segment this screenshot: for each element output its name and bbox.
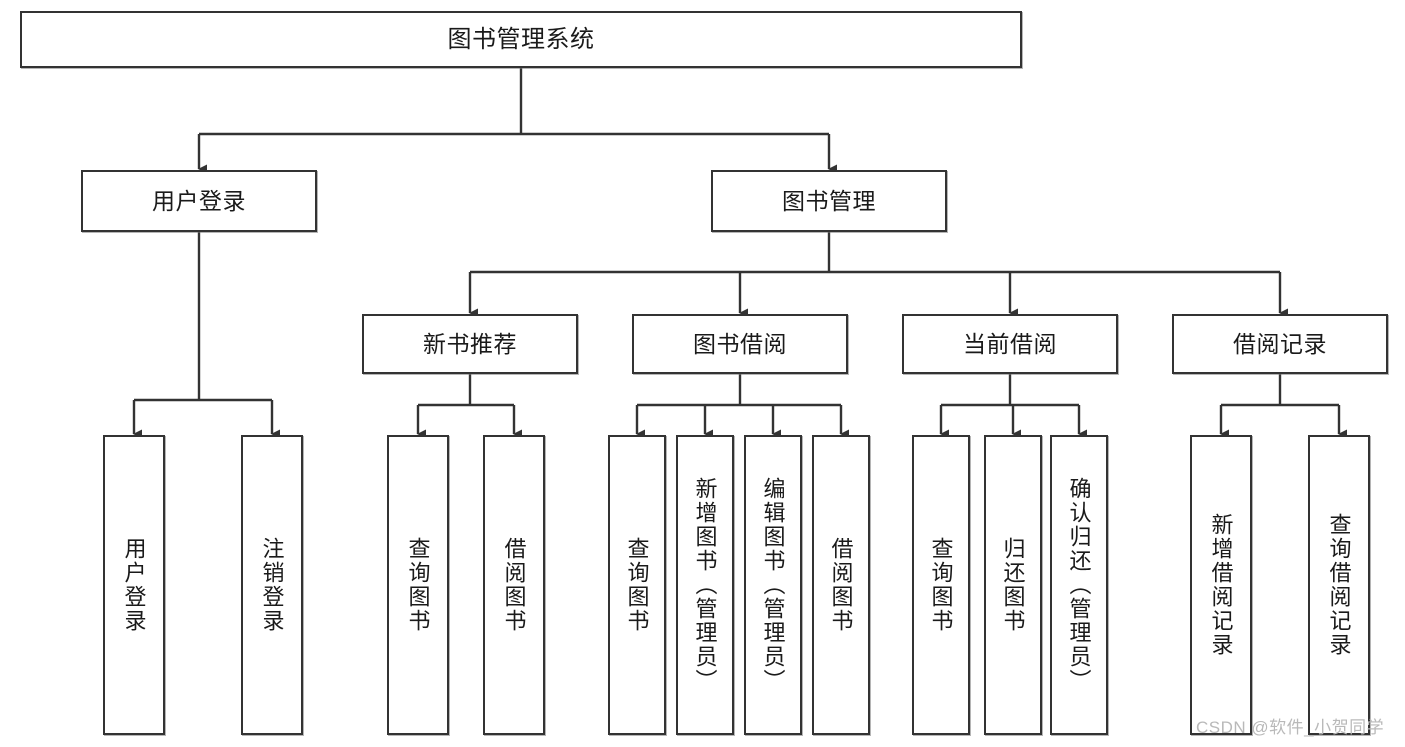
node-root[interactable]: 图书管理系统: [20, 11, 1022, 68]
node-label: 图书管理系统: [447, 25, 595, 53]
node-label: 查询借阅记录: [1326, 513, 1352, 657]
node-newbook[interactable]: 新书推荐: [362, 314, 578, 374]
node-label: 新书推荐: [423, 330, 517, 357]
node-label: 新增借阅记录: [1208, 513, 1234, 657]
node-label: 用户登录: [121, 537, 147, 633]
watermark: CSDN @软件_小贺同学: [1196, 718, 1385, 737]
node-records[interactable]: 借阅记录: [1172, 314, 1388, 374]
node-current[interactable]: 当前借阅: [902, 314, 1118, 374]
node-label: 归还图书: [1000, 537, 1026, 633]
node-borrow[interactable]: 图书借阅: [632, 314, 848, 374]
node-userlogin[interactable]: 用户登录: [103, 435, 165, 735]
node-re-add[interactable]: 新增借阅记录: [1190, 435, 1252, 735]
node-label: 图书管理: [782, 187, 876, 214]
node-bo-borrow[interactable]: 借阅图书: [812, 435, 870, 735]
node-bo-query[interactable]: 查询图书: [608, 435, 666, 735]
node-logout[interactable]: 注销登录: [241, 435, 303, 735]
node-label: 借阅图书: [828, 537, 854, 633]
node-nb-borrow[interactable]: 借阅图书: [483, 435, 545, 735]
node-label: 新增图书（管理员）: [692, 477, 718, 693]
node-label: 用户登录: [152, 187, 246, 214]
node-cu-return[interactable]: 归还图书: [984, 435, 1042, 735]
node-label: 查询图书: [624, 537, 650, 633]
node-label: 查询图书: [928, 537, 954, 633]
node-label: 借阅记录: [1233, 330, 1327, 357]
node-label: 编辑图书（管理员）: [760, 477, 786, 693]
node-bo-add[interactable]: 新增图书（管理员）: [676, 435, 734, 735]
node-bookmgmt[interactable]: 图书管理: [711, 170, 947, 232]
node-login[interactable]: 用户登录: [81, 170, 317, 232]
node-label: 图书借阅: [693, 330, 787, 357]
node-label: 注销登录: [259, 537, 285, 633]
connector-lines: [132, 68, 1347, 439]
node-nb-query[interactable]: 查询图书: [387, 435, 449, 735]
node-cu-confirm[interactable]: 确认归还（管理员）: [1050, 435, 1108, 735]
node-cu-query[interactable]: 查询图书: [912, 435, 970, 735]
node-re-query[interactable]: 查询借阅记录: [1308, 435, 1370, 735]
node-label: 当前借阅: [963, 330, 1057, 357]
node-label: 确认归还（管理员）: [1066, 477, 1092, 693]
node-label: 查询图书: [405, 537, 431, 633]
node-bo-edit[interactable]: 编辑图书（管理员）: [744, 435, 802, 735]
node-label: 借阅图书: [501, 537, 527, 633]
